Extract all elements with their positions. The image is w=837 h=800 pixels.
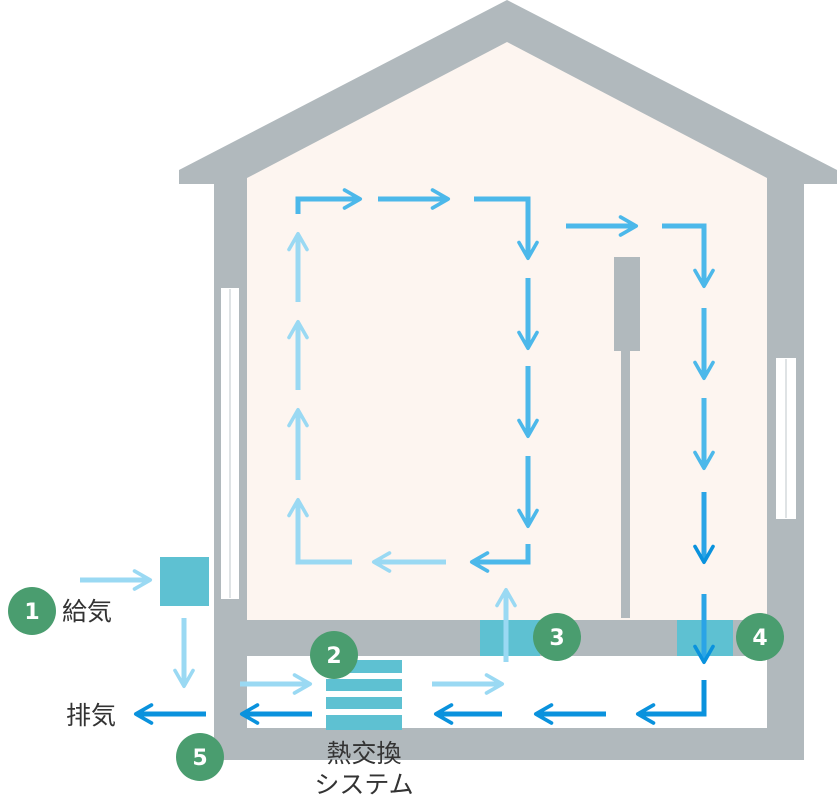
badge-3: 3 [533, 613, 581, 661]
interior [247, 42, 767, 620]
supply-label: 給気 [62, 597, 112, 626]
badge-2: 2 [310, 631, 358, 679]
arrow-exhaust-1 [635, 680, 707, 725]
badge-1-number: 1 [24, 600, 39, 625]
arrow-top-3 [474, 196, 539, 261]
badge-2-number: 2 [326, 644, 341, 669]
supply-unit [160, 557, 209, 606]
heat-exchange-unit [320, 660, 408, 730]
floor-vent-3 [480, 620, 540, 656]
arrow-loop-1 [469, 544, 531, 573]
system-label-line2: システム [314, 770, 413, 799]
exhaust-label: 排気 [66, 701, 116, 730]
badge-5-number: 5 [192, 746, 207, 771]
partition-post [621, 350, 630, 618]
arrow-top-1 [295, 188, 363, 214]
badge-5: 5 [176, 733, 224, 781]
badge-1: 1 [8, 587, 56, 635]
system-label-line1: 熱交換 [326, 739, 401, 768]
badge-4: 4 [736, 613, 784, 661]
arrow-right-top-2 [662, 223, 715, 289]
badge-3-number: 3 [549, 626, 564, 651]
badge-4-number: 4 [752, 626, 767, 651]
airflow-arrows [80, 188, 715, 725]
partition-panel [614, 257, 640, 351]
arrow-loop-3 [287, 497, 352, 565]
